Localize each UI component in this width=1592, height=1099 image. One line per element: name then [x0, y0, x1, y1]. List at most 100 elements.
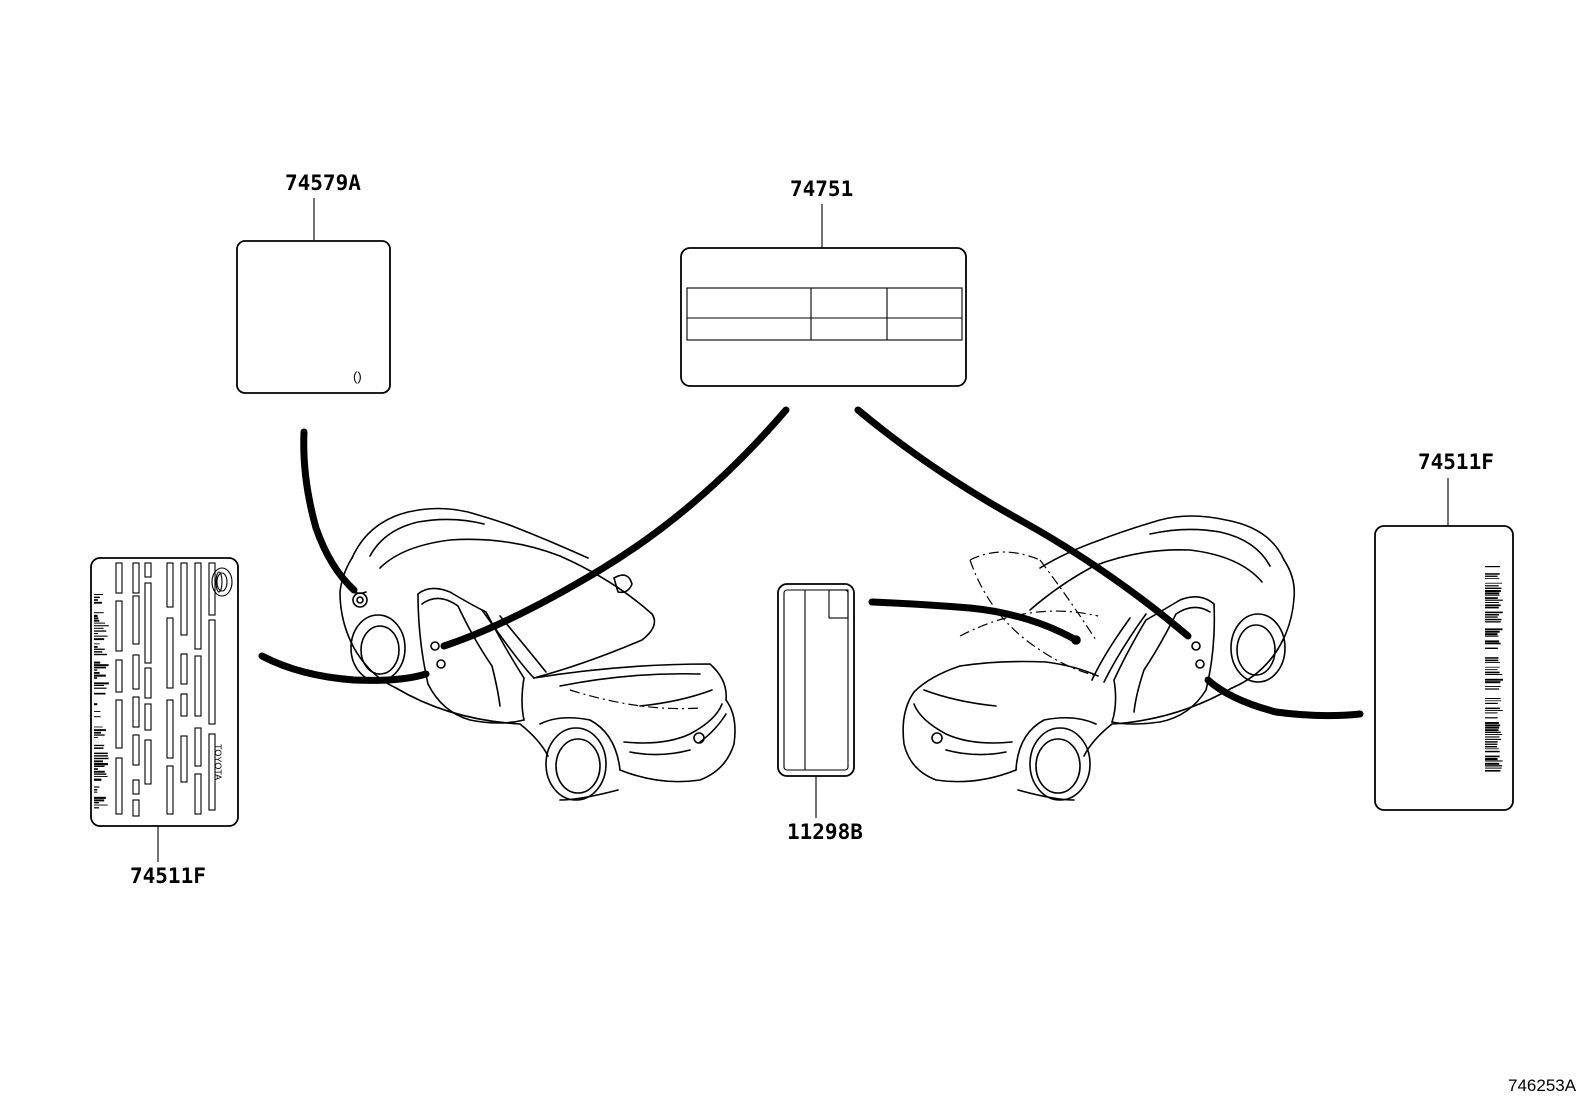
barcode-bar: [94, 677, 98, 679]
barcode-bar: [94, 687, 107, 689]
barcode-bar: [1485, 674, 1503, 675]
barcode-bar: [1485, 762, 1500, 765]
barcode-bar: [94, 664, 109, 667]
toyota-emblem-icon: [211, 567, 233, 597]
barcode-bar: [94, 744, 105, 747]
barcode-bar: [94, 799, 105, 802]
barcode-bar: [94, 734, 105, 736]
barcode-bar: [1485, 724, 1501, 727]
barcode-bar: [1485, 729, 1499, 731]
barcode-bar: [1485, 707, 1500, 710]
barcode-bar: [94, 627, 104, 629]
barcode-bar: [94, 622, 106, 624]
location-line-74511f-left: [258, 652, 430, 684]
barcode-bar: [1485, 647, 1498, 649]
barcode-bar: [1485, 599, 1503, 601]
barcode-bar: [94, 612, 104, 614]
barcode-bar: [94, 620, 100, 622]
location-line-74511f-right: [1204, 676, 1364, 720]
barcode-bar: [1485, 594, 1500, 596]
callout-74511f-right: 74511F: [1418, 450, 1494, 474]
barcode-bar: [1485, 688, 1500, 690]
barcode-bar: [1485, 582, 1503, 584]
barcode-bar: [1485, 628, 1503, 631]
barcode-bar: [1485, 611, 1503, 614]
barcode-bar: [1485, 748, 1499, 750]
barcode-bar: [1485, 659, 1499, 662]
barcode-bar: [1485, 587, 1502, 589]
barcode-bar: [1485, 700, 1502, 702]
barcode-bar: [1485, 712, 1498, 714]
barcode-bar: [94, 789, 98, 791]
barcode-bar: [1485, 738, 1502, 740]
barcode-bar: [1485, 662, 1500, 663]
barcode-left: [94, 594, 109, 809]
location-line-74751-left: [440, 406, 790, 650]
barcode-bar: [94, 807, 99, 809]
barcode-bar: [94, 791, 98, 793]
barcode-bar: [94, 625, 109, 627]
barcode-bar: [94, 692, 106, 695]
car-left-illustration: [339, 507, 736, 801]
emission-label: (): [236, 240, 391, 394]
barcode-bar: [1485, 746, 1497, 748]
barcode-bar: [1485, 633, 1498, 636]
vin-label-left: TOYOTA: [90, 557, 239, 827]
barcode-bar: [1485, 621, 1501, 623]
barcode-bar: [94, 614, 98, 617]
barcode-bar: [94, 633, 98, 635]
barcode-bar: [94, 737, 98, 738]
vin-label-left-text-blocks: [115, 562, 216, 817]
barcode-bar: [1485, 750, 1500, 753]
barcode-bar: [94, 594, 103, 595]
barcode-bar: [1485, 770, 1501, 772]
barcode-bar: [1485, 657, 1499, 659]
barcode-bar: [94, 763, 108, 766]
barcode-bar: [1485, 717, 1498, 719]
barcode-bar: [94, 711, 101, 712]
barcode-bar: [94, 653, 108, 656]
barcode-bar: [94, 643, 100, 645]
barcode-bar: [94, 773, 107, 775]
barcode-bar: [1485, 642, 1501, 645]
barcode-bar: [1485, 671, 1500, 674]
location-line-74579a: [300, 428, 358, 594]
barcode-bar: [1485, 698, 1501, 699]
vin-label-brand: TOYOTA: [213, 744, 223, 780]
barcode-bar: [94, 638, 105, 641]
barcode-bar: [1485, 630, 1500, 633]
barcode-bar: [94, 731, 102, 734]
tire-pressure-label: [680, 247, 967, 387]
barcode-bar: [1485, 640, 1500, 643]
barcode-bar: [1485, 736, 1500, 738]
barcode-bar: [1485, 585, 1499, 587]
barcode-bar: [94, 672, 100, 674]
barcode-bar: [1485, 722, 1499, 724]
barcode-bar: [94, 648, 105, 650]
barcode-bar: [1485, 616, 1498, 618]
barcode-bar: [1485, 614, 1499, 616]
callout-74579a: 74579A: [285, 171, 361, 195]
barcode-bar: [1485, 635, 1499, 637]
barcode-bar: [94, 765, 105, 767]
barcode-right: [1485, 566, 1503, 772]
callout-74511f-left: 74511F: [130, 864, 206, 888]
barcode-bar: [94, 796, 106, 799]
location-line-11298b: [868, 598, 1080, 644]
vin-label-right: [1374, 525, 1514, 811]
barcode-bar: [94, 669, 98, 671]
barcode-bar: [94, 802, 100, 804]
barcode-bar: [1485, 743, 1498, 745]
barcode-bar: [94, 729, 107, 731]
barcode-bar: [1485, 767, 1502, 769]
barcode-bar: [1485, 604, 1501, 607]
barcode-bar: [94, 617, 99, 620]
barcode-bar: [1485, 602, 1499, 603]
barcode-bar: [1485, 755, 1500, 758]
barcode-bar: [94, 674, 106, 677]
barcode-bar: [1485, 681, 1501, 684]
barcode-bar: [94, 755, 108, 757]
barcode-bar: [1485, 578, 1500, 579]
barcode-bar: [94, 776, 108, 777]
barcode-bar: [1485, 669, 1498, 671]
